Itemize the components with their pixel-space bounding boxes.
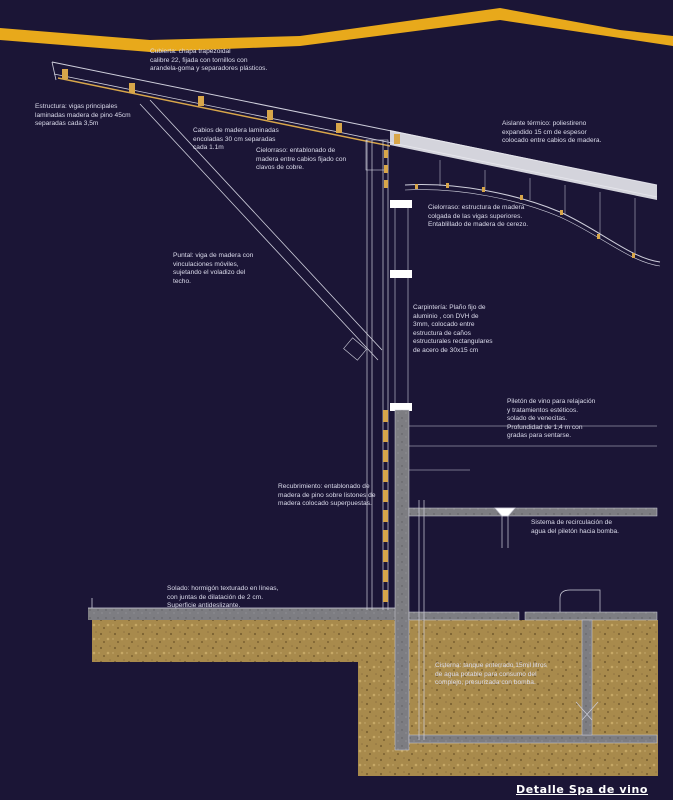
label-recubrimiento: Recubrimiento: entablonado de madera de … xyxy=(278,483,376,508)
recirculation-pipes xyxy=(418,500,601,740)
label-puntal: Puntal: viga de madera con vinculaciones… xyxy=(173,252,254,285)
label-cisterna: Cisterna: tanque enterrado 15mil litros … xyxy=(435,662,547,687)
label-carpinteria: Carpintería: Plaño fijo de aluminio , co… xyxy=(413,304,493,354)
roof-strut xyxy=(139,99,383,361)
label-pileton: Piletón de vino para relajación y tratam… xyxy=(507,398,596,440)
accent-band xyxy=(0,8,673,52)
drawing-title: Detalle Spa de vino xyxy=(516,783,649,796)
wood-cladding xyxy=(383,150,388,602)
label-recirculacion: Sistema de recirculación de agua del pil… xyxy=(531,519,619,535)
label-cabios: Cabios de madera laminadas encoladas 30 … xyxy=(193,127,279,152)
ceiling-ticks xyxy=(415,183,635,258)
window-frame xyxy=(390,200,412,411)
label-solado: Solado: hormigón texturado en líneas, co… xyxy=(167,585,279,610)
rafter-blocks xyxy=(62,69,400,144)
label-estructura: Estructura: vigas principales laminadas … xyxy=(35,103,131,128)
pool-walls xyxy=(394,409,658,751)
label-cielorraso-entablonado: Cielorraso: entablonado de madera entre … xyxy=(256,147,347,172)
label-aislante: Aislante térmico: poliestireno expandido… xyxy=(502,120,602,145)
hanging-ceiling xyxy=(404,160,661,267)
label-cielorraso-estructura: Cielorraso: estructura de madera colgada… xyxy=(428,204,529,229)
roof-slope xyxy=(51,61,658,200)
label-cubierta: Cubierta: chapa trapezoidal calibre 22, … xyxy=(150,48,268,73)
